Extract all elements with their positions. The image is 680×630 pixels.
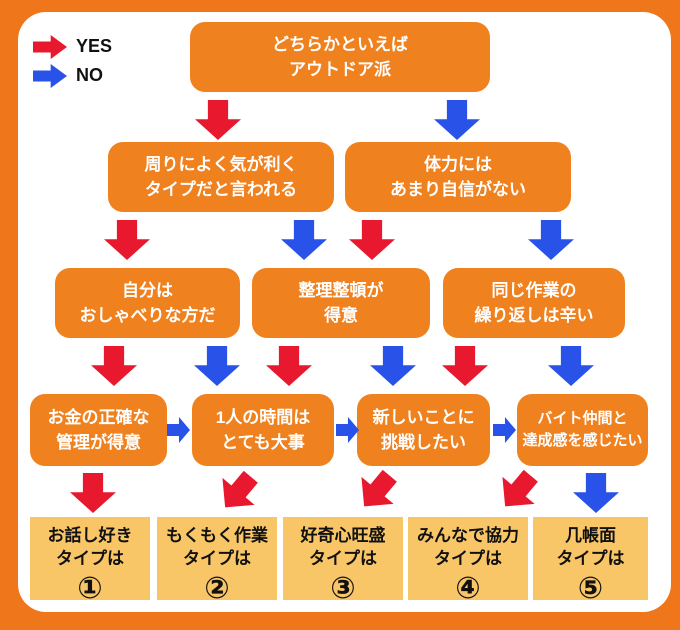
question-new-things: 新しいことに 挑戦したい xyxy=(357,394,490,466)
result-number: ① xyxy=(77,571,103,605)
question-attentive: 周りによく気が利く タイプだと言われる xyxy=(108,142,334,212)
result-number: ⑤ xyxy=(577,571,604,605)
result-cooperative-type: みんなで協力 タイプは ④ xyxy=(408,517,528,605)
question-talkative: 自分は おしゃべりな方だ xyxy=(55,268,240,338)
question-repetition: 同じ作業の 繰り返しは辛い xyxy=(443,268,625,338)
result-number: ③ xyxy=(330,571,356,605)
result-focused-type: もくもく作業 タイプは ② xyxy=(157,517,277,605)
result-number: ② xyxy=(204,571,230,605)
legend-no-label: NO xyxy=(76,65,103,85)
question-money: お金の正確な 管理が得意 xyxy=(30,394,167,466)
question-alone-time: 1人の時間は とても大事 xyxy=(192,394,334,466)
question-teamwork: バイト仲間と 達成感を感じたい xyxy=(517,394,648,466)
result-curious-type: 好奇心旺盛 タイプは ③ xyxy=(283,517,403,605)
question-stamina: 体力には あまり自信がない xyxy=(345,142,571,212)
result-label: お話し好き タイプは xyxy=(47,526,133,568)
result-label: もくもく作業 タイプは xyxy=(166,526,268,568)
result-meticulous-type: 几帳面 タイプは ⑤ xyxy=(533,517,648,605)
question-tidy: 整理整頓が 得意 xyxy=(252,268,430,338)
question-outdoor: どちらかといえば アウトドア派 xyxy=(190,22,490,92)
result-label: 几帳面 タイプは xyxy=(556,526,625,568)
result-label: 好奇心旺盛 タイプは xyxy=(300,526,386,568)
result-talker-type: お話し好き タイプは ① xyxy=(30,517,150,605)
result-label: みんなで協力 タイプは xyxy=(417,526,519,568)
legend-yes-label: YES xyxy=(76,36,113,56)
result-number: ④ xyxy=(455,571,481,605)
